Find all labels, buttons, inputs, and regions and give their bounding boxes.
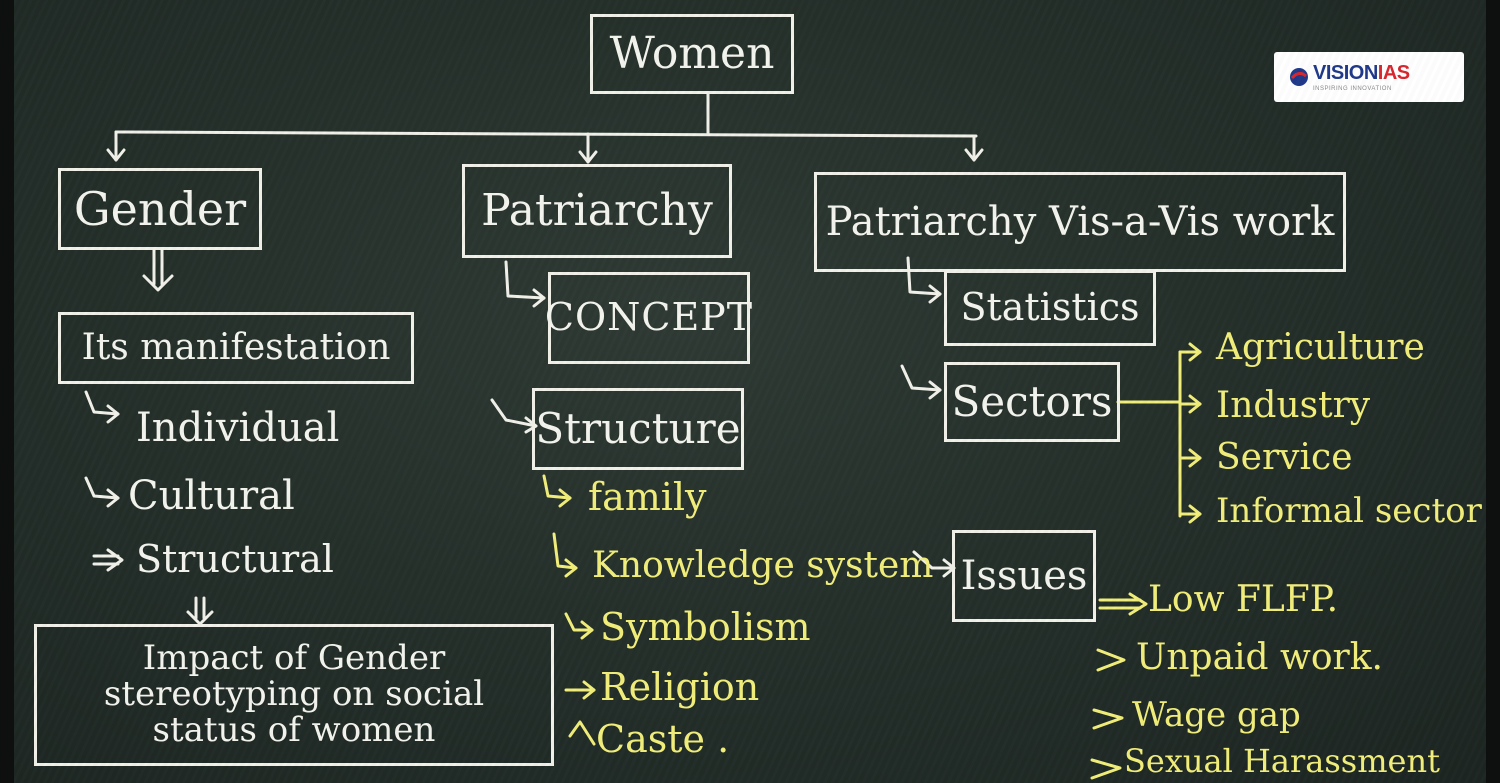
issue-item-wage-gap: Wage gap — [1132, 695, 1301, 735]
connector-lines — [84, 92, 1202, 780]
sector-item-informal-sector: Informal sector — [1216, 491, 1482, 531]
chalkboard: Women Gender Its manifestation Individua… — [14, 0, 1486, 783]
node-work: Patriarchy Vis-a-Vis work — [814, 172, 1346, 272]
structure-item-symbolism: Symbolism — [600, 605, 811, 649]
sector-item-industry: Industry — [1216, 385, 1371, 426]
gender-item-structural: Structural — [136, 537, 334, 581]
issue-item-low-flfp: Low FLFP. — [1148, 579, 1339, 620]
node-manifestation: Its manifestation — [58, 312, 414, 384]
gender-item-cultural: Cultural — [128, 473, 295, 519]
node-issues: Issues — [952, 530, 1096, 622]
visionias-logo-icon — [1290, 68, 1308, 86]
sector-item-agriculture: Agriculture — [1216, 327, 1425, 368]
node-impact: Impact of Gender stereotyping on social … — [34, 624, 554, 766]
sector-item-service: Service — [1216, 437, 1353, 478]
node-structure: Structure — [532, 388, 744, 470]
gender-item-individual: Individual — [136, 405, 340, 451]
issue-item-sexual-harassment: Sexual Harassment — [1124, 742, 1440, 780]
node-gender: Gender — [58, 168, 262, 250]
structure-item-caste: Caste . — [596, 717, 730, 761]
structure-item-knowledge-system: Knowledge system — [592, 545, 934, 586]
node-sectors: Sectors — [944, 362, 1120, 442]
logo-tagline: INSPIRING INNOVATION — [1313, 86, 1392, 92]
node-concept: CONCEPT — [545, 272, 752, 364]
logo-brand: VISIONIAS — [1313, 62, 1410, 84]
structure-item-family: family — [588, 475, 707, 519]
structure-item-religion: Religion — [600, 665, 760, 709]
issue-item-unpaid-work: Unpaid work. — [1136, 637, 1383, 678]
node-patriarchy: Patriarchy — [462, 164, 732, 258]
node-women: Women — [590, 14, 794, 94]
node-statistics: Statistics — [944, 270, 1156, 346]
visionias-logo: VISIONIAS INSPIRING INNOVATION — [1274, 52, 1464, 102]
